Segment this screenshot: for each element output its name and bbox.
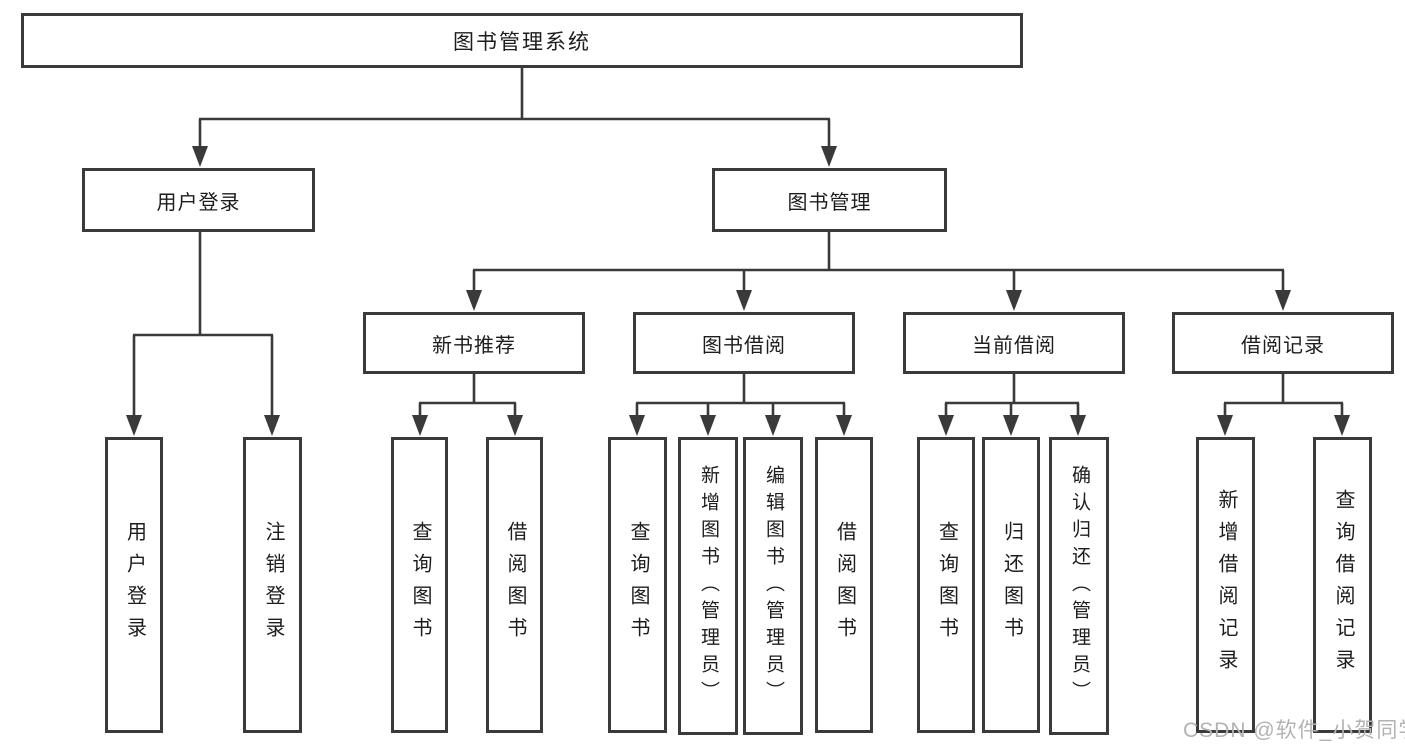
leaf-add-books-admin: 新增图书（管理员） xyxy=(678,437,738,735)
arrowhead-icon xyxy=(736,290,752,311)
arrowhead-icon xyxy=(126,415,142,436)
leaf-logout: 注销登录 xyxy=(243,437,302,733)
node-user-login: 用户登录 xyxy=(82,168,315,232)
arrowhead-icon xyxy=(192,146,208,167)
leaf-query-books-2: 查询图书 xyxy=(608,437,667,733)
arrowhead-icon xyxy=(629,415,645,436)
leaf-query-books-3: 查询图书 xyxy=(917,437,975,733)
arrowhead-icon xyxy=(700,415,716,436)
connector-path xyxy=(132,68,1344,421)
node-book-borrowing: 图书借阅 xyxy=(633,312,855,374)
arrowheads xyxy=(126,146,1350,436)
arrowhead-icon xyxy=(821,146,837,167)
arrowhead-icon xyxy=(264,415,280,436)
node-current-borrowing: 当前借阅 xyxy=(903,312,1125,374)
leaf-return-books: 归还图书 xyxy=(982,437,1040,733)
node-root-system: 图书管理系统 xyxy=(21,13,1023,68)
arrowhead-icon xyxy=(412,415,428,436)
csdn-watermark: CSDN @软件_小贺同学 xyxy=(1183,719,1405,742)
node-new-book-recommendation: 新书推荐 xyxy=(363,312,585,374)
leaf-user-login: 用户登录 xyxy=(105,437,163,733)
leaf-confirm-return-admin: 确认归还（管理员） xyxy=(1049,437,1109,735)
arrowhead-icon xyxy=(765,415,781,436)
arrowhead-icon xyxy=(1275,290,1291,311)
arrowhead-icon xyxy=(1006,290,1022,311)
arrowhead-icon xyxy=(1217,415,1233,436)
arrowhead-icon xyxy=(1003,415,1019,436)
leaf-borrow-books-2: 借阅图书 xyxy=(815,437,873,733)
arrowhead-icon xyxy=(938,415,954,436)
node-borrowing-records: 借阅记录 xyxy=(1172,312,1394,374)
leaf-edit-books-admin: 编辑图书（管理员） xyxy=(743,437,803,735)
arrowhead-icon xyxy=(466,290,482,311)
node-book-management: 图书管理 xyxy=(712,168,947,232)
arrowhead-icon xyxy=(507,415,523,436)
leaf-query-borrow-record: 查询借阅记录 xyxy=(1313,437,1372,733)
arrowhead-icon xyxy=(1070,415,1086,436)
leaf-borrow-books-1: 借阅图书 xyxy=(486,437,543,733)
leaf-query-books-1: 查询图书 xyxy=(391,437,448,733)
leaf-add-borrow-record: 新增借阅记录 xyxy=(1196,437,1255,733)
arrowhead-icon xyxy=(836,415,852,436)
arrowhead-icon xyxy=(1334,415,1350,436)
